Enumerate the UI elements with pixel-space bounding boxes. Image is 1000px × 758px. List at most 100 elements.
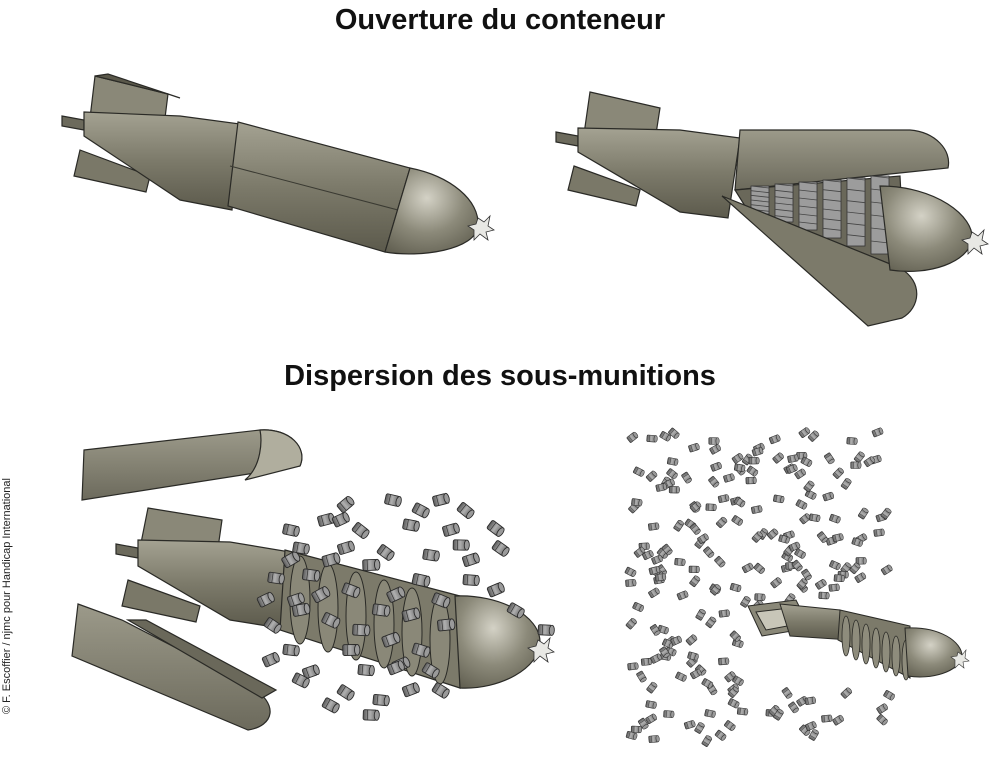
- submunition-icon: [832, 467, 844, 479]
- submunition-icon: [717, 494, 730, 503]
- submunition-icon: [261, 652, 280, 668]
- submunition-icon: [689, 523, 701, 535]
- submunition-icon: [633, 546, 646, 558]
- submunition-icon: [829, 560, 841, 571]
- submunition-icon: [625, 618, 637, 630]
- submunition-icon: [486, 582, 505, 598]
- submunition-icon: [736, 707, 749, 716]
- submunition-icon: [832, 533, 844, 543]
- submunition-icon: [636, 670, 647, 683]
- submunition-icon: [624, 566, 637, 577]
- submunition-icon: [461, 552, 480, 567]
- submunition-icon: [648, 587, 660, 599]
- submunition-icon: [331, 511, 350, 528]
- title-dispersion: Dispersion des sous-munitions: [284, 360, 716, 392]
- submunition-icon: [648, 522, 660, 531]
- upper-shell-half: [734, 129, 950, 191]
- submunition-icon: [631, 498, 643, 507]
- submunition-icon: [291, 602, 311, 617]
- submunition-icon: [724, 720, 736, 731]
- submunition-icon: [386, 586, 406, 603]
- submunition-icon: [301, 664, 320, 680]
- submunition-icon: [732, 638, 744, 648]
- submunition-icon: [803, 480, 815, 493]
- submunition-icon: [321, 612, 341, 629]
- submunition-icon: [746, 465, 759, 477]
- submunition-core: [279, 549, 461, 689]
- detached-shell-bottom: [71, 603, 271, 731]
- submunition-icon: [342, 644, 361, 656]
- submunition-icon: [281, 551, 301, 569]
- submunition-icon: [855, 557, 867, 565]
- submunition-icon: [833, 574, 845, 583]
- submunition-icon: [411, 573, 431, 588]
- submunition-icon: [645, 700, 657, 709]
- submunition-icon: [729, 583, 742, 593]
- submunition-icon: [727, 686, 739, 699]
- submunition-icon: [718, 657, 730, 666]
- submunition-icon: [371, 603, 391, 617]
- submunition-icon: [337, 540, 355, 555]
- submunition-icon: [731, 453, 744, 464]
- panel-dispersed-submunitions: [624, 427, 970, 747]
- submunition-icon: [537, 624, 555, 636]
- submunition-icon: [851, 537, 864, 547]
- submunition-icon: [452, 539, 470, 551]
- ribbed-spine: [837, 609, 911, 681]
- submunition-icon: [807, 430, 820, 442]
- submunition-icon: [654, 573, 667, 582]
- submunition-icon: [828, 583, 840, 592]
- submunition-icon: [695, 664, 707, 676]
- submunition-icon: [795, 499, 808, 510]
- submunition-icon: [376, 544, 395, 561]
- submunition-icon: [645, 713, 657, 725]
- submunition-icon: [824, 452, 835, 465]
- submunition-icon: [709, 444, 721, 455]
- submunition-icon: [437, 618, 456, 632]
- submunition-icon: [341, 582, 361, 599]
- submunition-icon: [683, 720, 696, 730]
- submunition-icon: [853, 451, 865, 464]
- submunition-icon: [821, 714, 833, 723]
- submunition-icon: [710, 461, 722, 472]
- submunition-icon: [687, 651, 699, 661]
- submunition-icon: [336, 684, 355, 701]
- submunition-icon: [800, 456, 813, 467]
- submunition-icon: [486, 520, 505, 537]
- submunition-icon: [701, 678, 714, 689]
- title-opening: Ouverture du conteneur: [334, 4, 666, 36]
- submunition-icon: [401, 607, 421, 623]
- submunition-icon: [714, 729, 727, 741]
- submunition-icon: [745, 476, 757, 485]
- submunition-icon: [703, 546, 715, 558]
- submunition-icon: [689, 501, 702, 513]
- submunition-icon: [873, 528, 885, 537]
- submunition-icon: [351, 522, 370, 539]
- submunition-icon: [625, 579, 637, 587]
- panel-opening-container: [555, 91, 989, 327]
- submunition-icon: [785, 464, 798, 474]
- submunition-icon: [642, 550, 654, 561]
- submunition-icon: [263, 617, 282, 634]
- submunition-icon: [846, 437, 858, 445]
- submunition-icon: [822, 491, 835, 502]
- submunition-icon: [645, 470, 658, 482]
- submunition-icon: [649, 624, 661, 636]
- submunition-icon: [632, 602, 644, 612]
- submunition-icon: [625, 730, 638, 740]
- submunition-icon: [688, 443, 700, 453]
- submunition-icon: [876, 703, 888, 714]
- submunition-icon: [871, 427, 884, 438]
- submunition-icon: [674, 558, 686, 566]
- submunition-icon: [357, 664, 375, 677]
- submunition-icon: [714, 556, 726, 568]
- submunition-icon: [256, 591, 275, 608]
- submunition-icon: [798, 427, 811, 438]
- submunition-icon: [282, 643, 300, 657]
- submunition-icon: [724, 671, 736, 683]
- submunition-icon: [632, 466, 645, 477]
- submunition-icon: [748, 457, 760, 465]
- submunition-icon: [362, 709, 380, 721]
- submunition-icon: [411, 642, 431, 658]
